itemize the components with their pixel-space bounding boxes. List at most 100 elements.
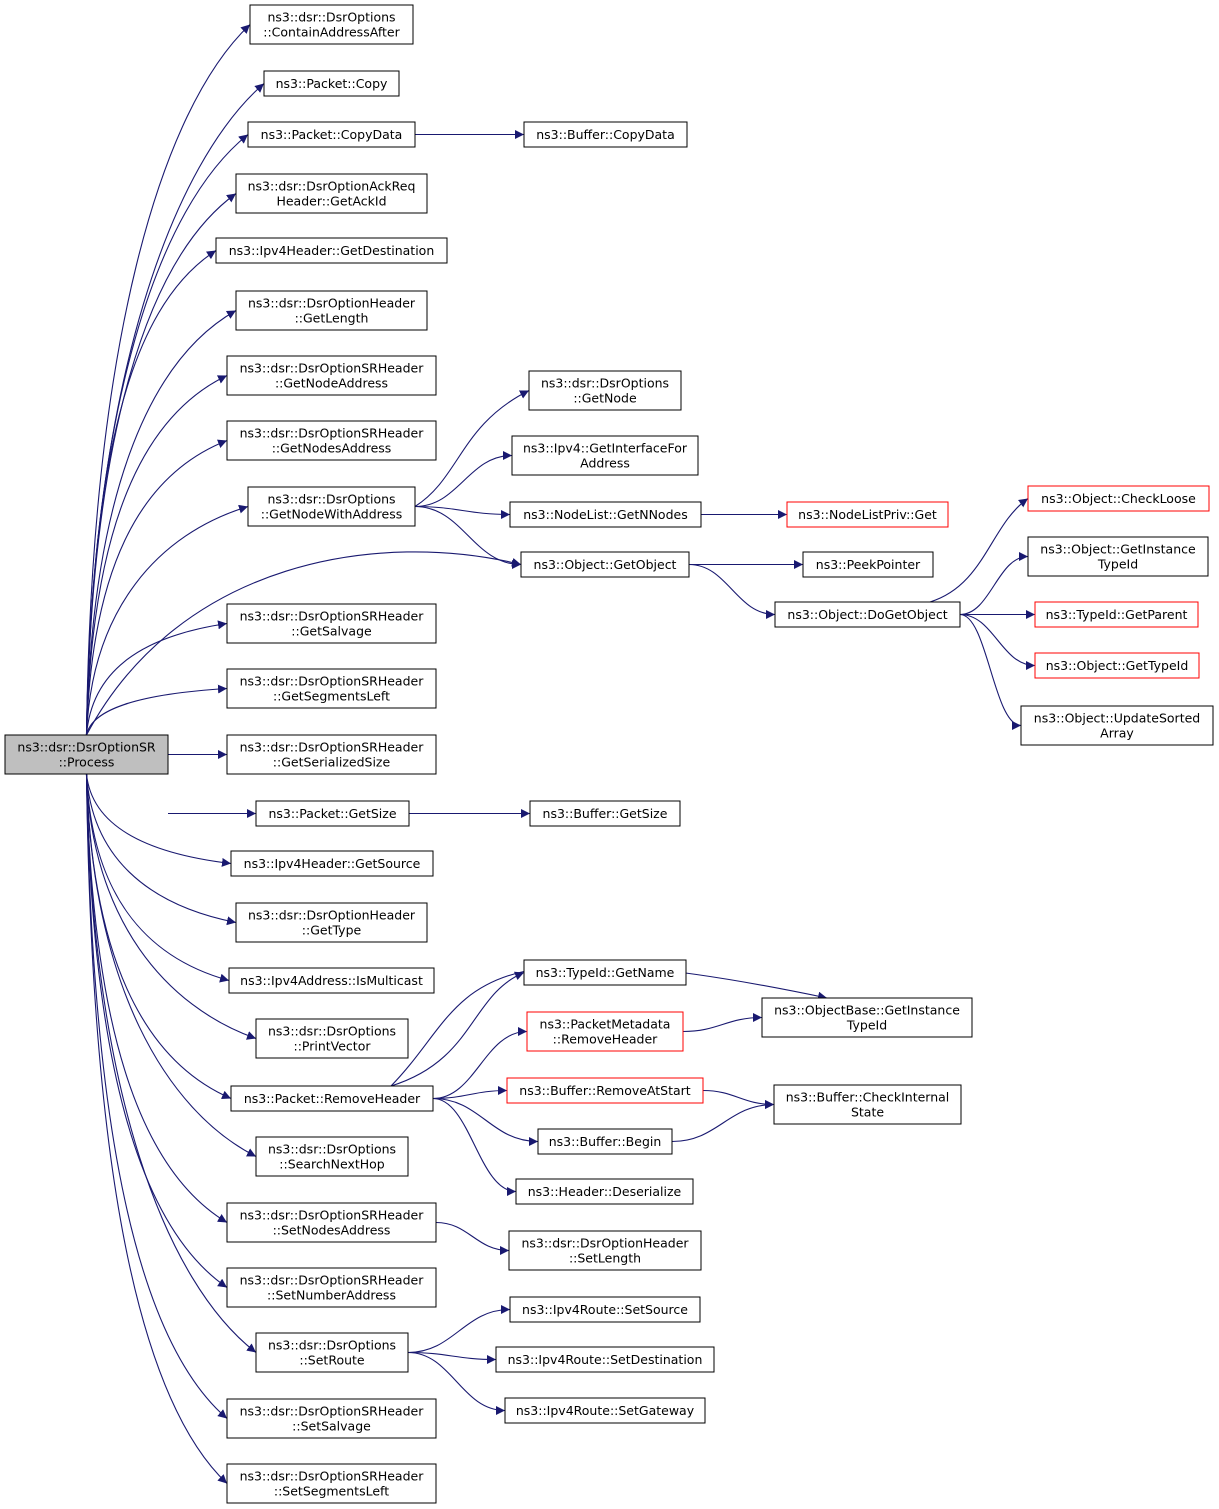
- node-setNodesAddress[interactable]: ns3::dsr::DsrOptionSRHeader::SetNodesAdd…: [226, 1202, 437, 1243]
- node-label-line: ns3::Object::UpdateSorted: [1034, 711, 1200, 726]
- node-bufferCopyData[interactable]: ns3::Buffer::CopyData: [523, 121, 688, 148]
- node-packetCopyData[interactable]: ns3::Packet::CopyData: [247, 121, 416, 148]
- node-box: [255, 1332, 409, 1373]
- node-label-line: ns3::dsr::DsrOptionSRHeader: [240, 609, 425, 624]
- node-bufferGetSize[interactable]: ns3::Buffer::GetSize: [529, 800, 681, 827]
- node-printVector[interactable]: ns3::dsr::DsrOptions::PrintVector: [255, 1018, 409, 1059]
- node-label-line: ns3::dsr::DsrOptionHeader: [248, 908, 416, 923]
- node-getTypeId[interactable]: ns3::Object::GetTypeId: [1034, 652, 1200, 679]
- node-getType[interactable]: ns3::dsr::DsrOptionHeader::GetType: [235, 902, 428, 943]
- node-box: [226, 668, 437, 709]
- node-box: [226, 734, 437, 775]
- node-box: [235, 902, 428, 943]
- node-label-line: ns3::dsr::DsrOptionSRHeader: [240, 1404, 425, 1419]
- node-label-line: ::GetSalvage: [291, 624, 372, 639]
- edge-root-to-setNumberAddress: [85, 773, 228, 1288]
- edge-root-to-getSegmentsLeft: [85, 684, 228, 736]
- node-label-line: ns3::Object::DoGetObject: [787, 607, 947, 622]
- node-setSource[interactable]: ns3::Ipv4Route::SetSource: [509, 1296, 701, 1323]
- node-deserialize[interactable]: ns3::Header::Deserialize: [515, 1178, 694, 1205]
- node-isMulticast[interactable]: ns3::Ipv4Address::IsMulticast: [228, 967, 435, 994]
- node-box: [255, 1018, 409, 1059]
- node-packetCopy[interactable]: ns3::Packet::Copy: [263, 70, 400, 97]
- node-getNNodes[interactable]: ns3::NodeList::GetNNodes: [509, 501, 702, 528]
- node-getSalvage[interactable]: ns3::dsr::DsrOptionSRHeader::GetSalvage: [226, 603, 437, 644]
- node-setSalvage[interactable]: ns3::dsr::DsrOptionSRHeader::SetSalvage: [226, 1398, 437, 1439]
- edge-getNodeWithAddress-to-getNNodes: [414, 505, 511, 519]
- node-getName[interactable]: ns3::TypeId::GetName: [523, 959, 687, 986]
- node-setLength[interactable]: ns3::dsr::DsrOptionHeader::SetLength: [508, 1230, 702, 1271]
- node-packetGetSize[interactable]: ns3::Packet::GetSize: [255, 800, 410, 827]
- node-box: [523, 121, 688, 148]
- edge-removeHeader-to-metaRemoveHeader: [432, 1027, 528, 1100]
- edge-root-to-removeHeader: [85, 773, 232, 1100]
- node-label-line: Header::GetAckId: [276, 194, 386, 209]
- node-setNumberAddress[interactable]: ns3::dsr::DsrOptionSRHeader::SetNumberAd…: [226, 1267, 437, 1308]
- node-box: [226, 355, 437, 396]
- node-box: [255, 800, 410, 827]
- node-label-line: ::SetSegmentsLeft: [274, 1484, 389, 1499]
- node-label-line: ::GetNodesAddress: [272, 441, 392, 456]
- node-setDestination[interactable]: ns3::Ipv4Route::SetDestination: [495, 1346, 715, 1373]
- node-label-line: ns3::PeekPointer: [816, 557, 921, 572]
- node-getDestination[interactable]: ns3::Ipv4Header::GetDestination: [215, 237, 448, 264]
- node-getNodeWithAddress[interactable]: ns3::dsr::DsrOptions::GetNodeWithAddress: [247, 486, 416, 527]
- node-containAddressAfter[interactable]: ns3::dsr::DsrOptions::ContainAddressAfte…: [249, 4, 414, 45]
- node-removeAtStart[interactable]: ns3::Buffer::RemoveAtStart: [506, 1077, 704, 1104]
- node-box: [263, 70, 400, 97]
- node-label-line: ns3::dsr::DsrOptionSR: [17, 740, 156, 755]
- node-metaRemoveHeader[interactable]: ns3::PacketMetadata::RemoveHeader: [526, 1011, 684, 1052]
- node-label-line: ns3::NodeListPriv::Get: [798, 507, 937, 522]
- node-setSegmentsLeft[interactable]: ns3::dsr::DsrOptionSRHeader::SetSegments…: [226, 1463, 437, 1504]
- node-nodeListPrivGet[interactable]: ns3::NodeListPriv::Get: [786, 501, 949, 528]
- edge-bufferBegin-to-checkInternalState: [671, 1100, 775, 1143]
- node-label-line: ns3::dsr::DsrOptionSRHeader: [240, 1469, 425, 1484]
- node-getAckId[interactable]: ns3::dsr::DsrOptionAckReqHeader::GetAckI…: [235, 173, 428, 214]
- node-doGetObject[interactable]: ns3::Object::DoGetObject: [774, 601, 961, 628]
- node-getLength[interactable]: ns3::dsr::DsrOptionHeader::GetLength: [235, 290, 428, 331]
- node-label-line: Address: [580, 456, 630, 471]
- node-label-line: ns3::dsr::DsrOptionSRHeader: [240, 1208, 425, 1223]
- node-getParent[interactable]: ns3::TypeId::GetParent: [1034, 601, 1199, 628]
- node-getNodeAddress[interactable]: ns3::dsr::DsrOptionSRHeader::GetNodeAddr…: [226, 355, 437, 396]
- node-removeHeader[interactable]: ns3::Packet::RemoveHeader: [230, 1085, 434, 1112]
- node-box: [235, 173, 428, 214]
- node-checkLoose[interactable]: ns3::Object::CheckLoose: [1027, 485, 1210, 512]
- node-setGateway[interactable]: ns3::Ipv4Route::SetGateway: [504, 1397, 706, 1424]
- node-box: [1034, 652, 1200, 679]
- node-setRoute[interactable]: ns3::dsr::DsrOptions::SetRoute: [255, 1332, 409, 1373]
- node-label-line: TypeId: [1097, 557, 1138, 572]
- node-label-line: ns3::dsr::DsrOptions: [268, 1338, 396, 1353]
- node-getNode[interactable]: ns3::dsr::DsrOptions::GetNode: [528, 370, 682, 411]
- node-label-line: ns3::TypeId::GetParent: [1046, 607, 1188, 622]
- node-searchNextHop[interactable]: ns3::dsr::DsrOptions::SearchNextHop: [255, 1136, 409, 1177]
- edge-root-to-getLength: [85, 310, 237, 736]
- node-label-line: ns3::Object::GetObject: [534, 557, 677, 572]
- edge-doGetObject-to-getTypeId: [959, 613, 1036, 670]
- node-getSerializedSize[interactable]: ns3::dsr::DsrOptionSRHeader::GetSerializ…: [226, 734, 437, 775]
- edge-setRoute-to-setSource: [407, 1305, 511, 1354]
- node-box: [506, 1077, 704, 1104]
- node-getObject[interactable]: ns3::Object::GetObject: [520, 551, 690, 578]
- node-getNodesAddress[interactable]: ns3::dsr::DsrOptionSRHeader::GetNodesAdd…: [226, 420, 437, 461]
- edge-root-to-searchNextHop: [85, 773, 257, 1157]
- node-box: [235, 290, 428, 331]
- node-label-line: ns3::Buffer::RemoveAtStart: [519, 1083, 691, 1098]
- node-getSource[interactable]: ns3::Ipv4Header::GetSource: [230, 850, 434, 877]
- node-label-line: ns3::dsr::DsrOptions: [268, 1024, 396, 1039]
- node-box: [774, 601, 961, 628]
- node-peekPointer[interactable]: ns3::PeekPointer: [802, 551, 934, 578]
- node-box: [495, 1346, 715, 1373]
- node-bufferBegin[interactable]: ns3::Buffer::Begin: [537, 1128, 673, 1155]
- node-label-line: ns3::dsr::DsrOptionSRHeader: [240, 740, 425, 755]
- edge-root-to-getType: [85, 773, 237, 926]
- node-label-line: ::SetNumberAddress: [267, 1288, 396, 1303]
- node-getSegmentsLeft[interactable]: ns3::dsr::DsrOptionSRHeader::GetSegments…: [226, 668, 437, 709]
- node-box: [504, 1397, 706, 1424]
- node-label-line: ns3::Packet::CopyData: [261, 127, 403, 142]
